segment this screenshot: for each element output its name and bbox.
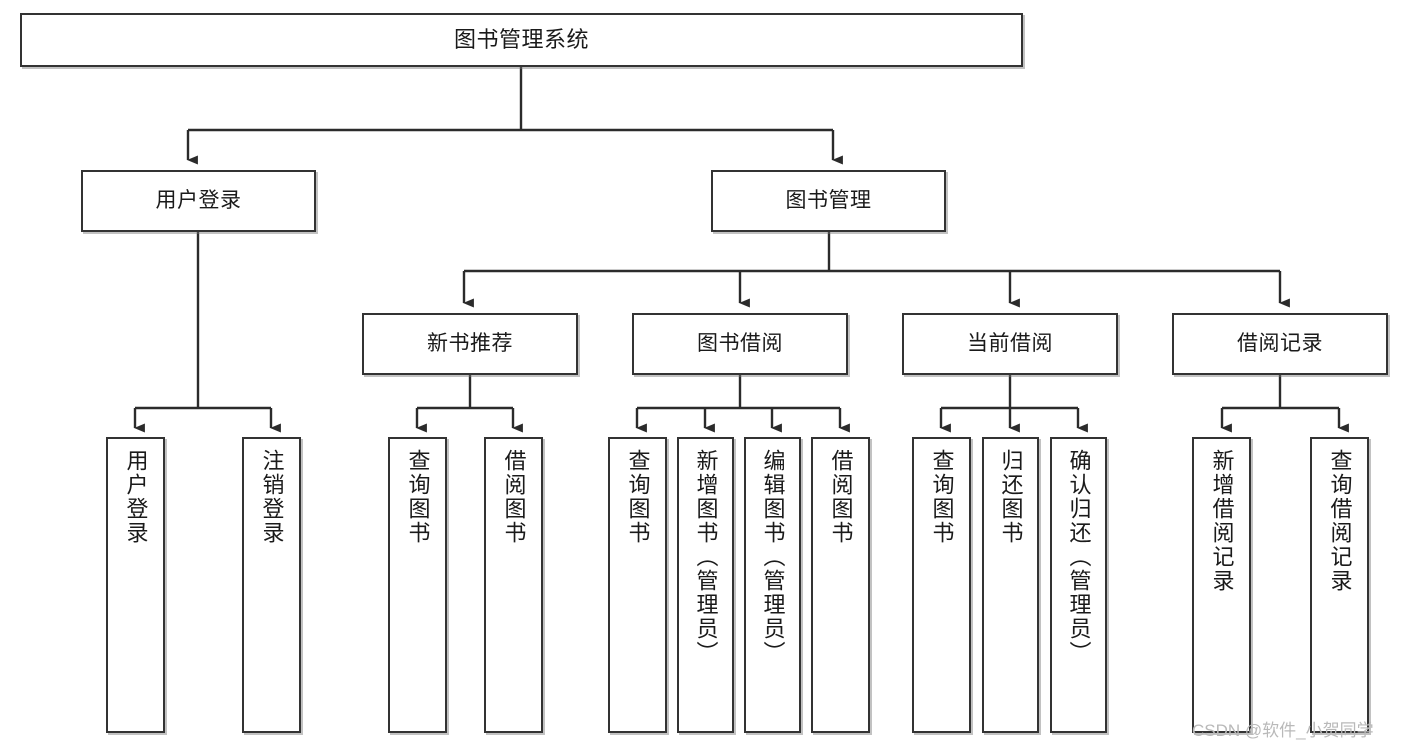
- leaf-borrow-book-recommend[interactable]: 借阅图书: [484, 437, 543, 733]
- csdn-watermark: CSDN @软件_小贺同学: [1192, 721, 1374, 740]
- node-user-login[interactable]: 用户登录: [81, 170, 316, 232]
- node-book-borrow[interactable]: 图书借阅: [632, 313, 848, 375]
- leaf-query-borrow-record[interactable]: 查询借阅记录: [1310, 437, 1369, 733]
- node-label: 查询借阅记录: [1327, 449, 1353, 593]
- leaf-add-borrow-record[interactable]: 新增借阅记录: [1192, 437, 1251, 733]
- node-label: 归还图书: [998, 449, 1024, 545]
- leaf-query-book-borrow[interactable]: 查询图书: [608, 437, 667, 733]
- node-label: 注销登录: [259, 449, 285, 545]
- node-label: 查询图书: [929, 449, 955, 545]
- leaf-user-login[interactable]: 用户登录: [106, 437, 165, 733]
- leaf-add-book-admin[interactable]: 新增图书（管理员）: [677, 437, 734, 733]
- node-label: 图书管理: [785, 189, 872, 213]
- node-label: 新增图书（管理员）: [693, 449, 719, 665]
- node-label: 新书推荐: [427, 332, 513, 356]
- leaf-return-book[interactable]: 归还图书: [982, 437, 1039, 733]
- leaf-query-book-recommend[interactable]: 查询图书: [388, 437, 447, 733]
- node-label: 确认归还（管理员）: [1066, 449, 1092, 665]
- node-label: 借阅图书: [501, 449, 527, 545]
- node-current-borrow[interactable]: 当前借阅: [902, 313, 1118, 375]
- node-borrow-record[interactable]: 借阅记录: [1172, 313, 1388, 375]
- node-new-book-recommend[interactable]: 新书推荐: [362, 313, 578, 375]
- node-label: 查询图书: [625, 449, 651, 545]
- leaf-edit-book-admin[interactable]: 编辑图书（管理员）: [744, 437, 801, 733]
- node-label: 借阅记录: [1237, 332, 1323, 356]
- node-label: 查询图书: [405, 449, 431, 545]
- node-label: 当前借阅: [967, 332, 1053, 356]
- node-label: 用户登录: [123, 449, 149, 545]
- leaf-confirm-return-admin[interactable]: 确认归还（管理员）: [1050, 437, 1107, 733]
- node-label: 新增借阅记录: [1209, 449, 1235, 593]
- node-label: 图书借阅: [697, 332, 783, 356]
- node-label: 图书管理系统: [453, 26, 589, 52]
- node-label: 用户登录: [155, 189, 242, 213]
- leaf-logout[interactable]: 注销登录: [242, 437, 301, 733]
- leaf-borrow-book-borrow[interactable]: 借阅图书: [811, 437, 870, 733]
- node-root-book-management-system[interactable]: 图书管理系统: [20, 13, 1023, 67]
- node-label: 编辑图书（管理员）: [760, 449, 786, 665]
- node-book-management[interactable]: 图书管理: [711, 170, 946, 232]
- node-label: 借阅图书: [828, 449, 854, 545]
- leaf-query-book-current[interactable]: 查询图书: [912, 437, 971, 733]
